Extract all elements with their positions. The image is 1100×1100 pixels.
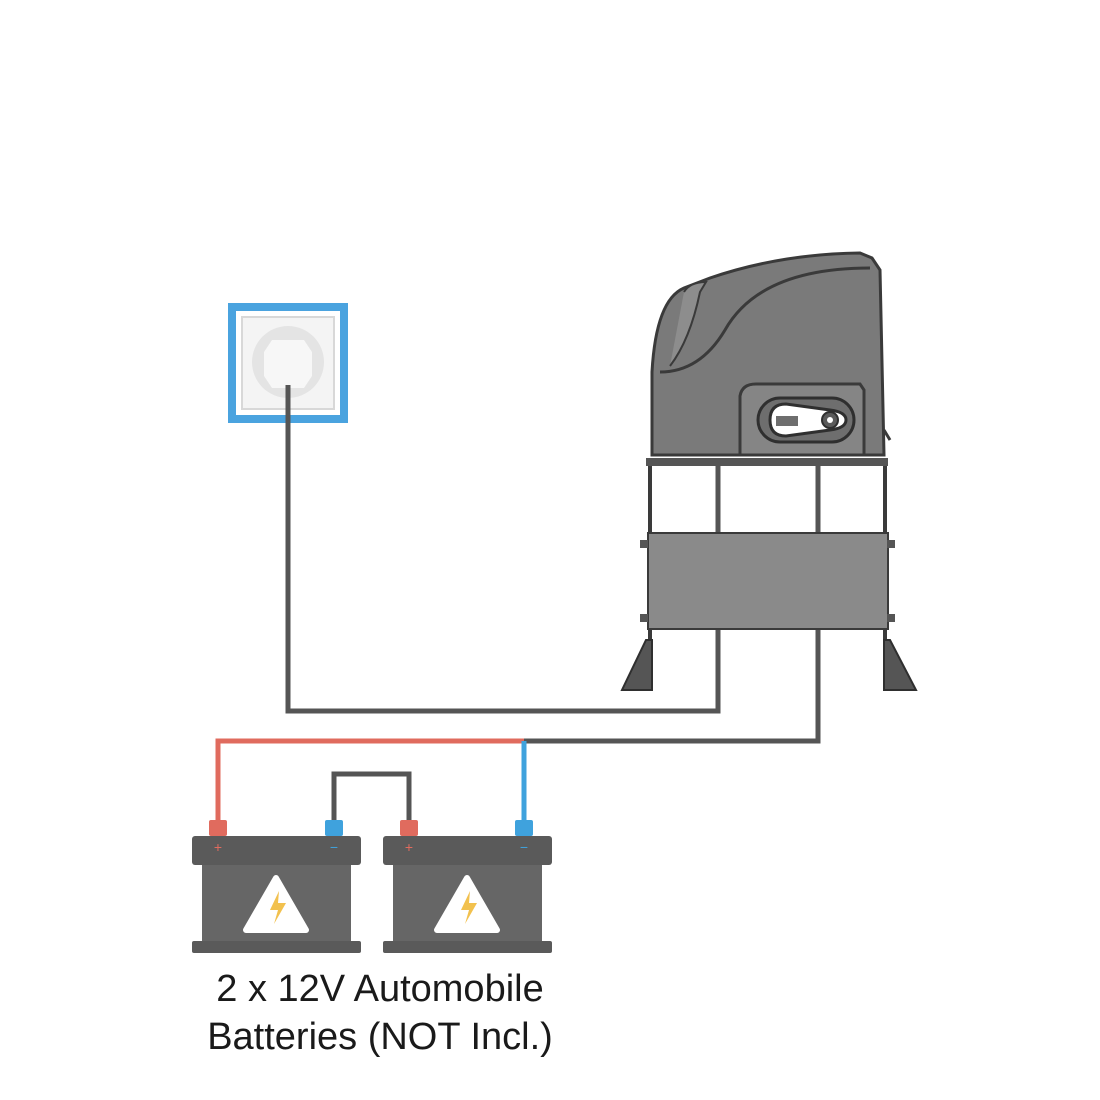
battery-1: + − <box>192 820 361 953</box>
battery-1-plus-mark: + <box>214 839 222 855</box>
battery-2: + − <box>383 820 552 953</box>
opener-gear-icon <box>756 396 856 444</box>
stand-plate <box>647 532 889 630</box>
battery-1-negative-terminal <box>325 820 343 836</box>
battery-2-base <box>383 941 552 953</box>
opener-stand <box>620 458 918 691</box>
caption-line-2: Batteries (NOT Incl.) <box>207 1016 553 1058</box>
battery-1-positive-terminal <box>209 820 227 836</box>
caption-line-1: 2 x 12V Automobile <box>216 968 544 1010</box>
positive-wire <box>215 738 524 822</box>
battery-1-base <box>192 941 361 953</box>
battery-2-plus-mark: + <box>405 839 413 855</box>
opener-cover-curve <box>659 266 871 374</box>
battery-2-negative-terminal <box>515 820 533 836</box>
stand-foot-left <box>620 639 653 691</box>
outlet-socket-face <box>264 340 312 388</box>
gate-opener <box>620 251 918 691</box>
battery-caption: 2 x 12V Automobile Batteries (NOT Incl.) <box>130 965 630 1061</box>
battery-1-minus-mark: − <box>330 839 338 855</box>
battery-2-positive-terminal <box>400 820 418 836</box>
battery-2-top <box>383 836 552 865</box>
series-link-wire <box>331 771 412 822</box>
battery-2-minus-mark: − <box>520 839 528 855</box>
opener-cover-top <box>669 280 708 367</box>
battery-1-top <box>192 836 361 865</box>
battery-2-warning-icon <box>434 875 500 933</box>
battery-1-warning-icon <box>243 875 309 933</box>
stand-foot-right <box>883 639 918 691</box>
